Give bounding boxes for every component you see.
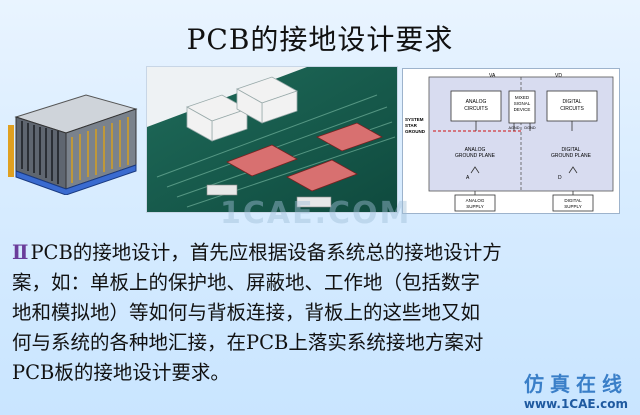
analog-circuits-label-2: CIRCUITS	[464, 106, 488, 112]
digital-plane-label-1: DIGITAL	[561, 147, 580, 153]
mixed-label-3: DEVICE	[514, 107, 531, 112]
a-label: A	[466, 175, 470, 181]
brand-logo: 仿真在线 www.1CAE.com	[524, 368, 628, 411]
watermark: 1CAE.COM	[220, 196, 412, 231]
body-line-2: 案，如：单板上的保护地、屏蔽地、工作地（包括数字	[12, 271, 481, 294]
analog-supply-label-1: ANALOG	[466, 198, 485, 203]
bullet-marker: Ⅱ	[12, 241, 29, 264]
digital-plane-label-2: GROUND PLANE	[551, 153, 592, 159]
mixed-label-1: MIXED	[515, 95, 530, 100]
star-ground-label-3: GROUND	[405, 129, 426, 134]
body-line-5: PCB板的接地设计要求。	[12, 361, 230, 384]
digital-circuits-label-2: CIRCUITS	[560, 106, 584, 112]
digital-supply-label-2: SUPPLY	[564, 204, 581, 209]
body-line-4: 何与系统的各种地汇接，在PCB上落实系统接地方案对	[12, 331, 484, 354]
brand-url: www.1CAE.com	[523, 397, 628, 411]
grounding-diagram: VA VD ANALOG CIRCUITS MIXED SIGNAL DEVIC…	[402, 68, 620, 214]
analog-plane-label-1: ANALOG	[465, 147, 486, 153]
star-ground-label-2: STAR	[405, 123, 418, 128]
body-line-3: 地和模拟地）等如何与背板连接，背板上的这些地又如	[12, 301, 481, 324]
digital-circuits-label-1: DIGITAL	[562, 99, 581, 105]
body-line-1-text: PCB的接地设计，首先应根据设备系统总的接地设计方	[30, 241, 502, 264]
analog-plane-label-2: GROUND PLANE	[455, 153, 496, 159]
digital-supply-label-1: DIGITAL	[564, 198, 582, 203]
star-ground-label-1: SYSTEM	[405, 117, 424, 122]
mixed-label-2: SIGNAL	[514, 101, 531, 106]
brand-name: 仿真在线	[524, 372, 628, 396]
vd-label: VD	[555, 73, 562, 79]
analog-supply-label-2: SUPPLY	[466, 204, 483, 209]
d-label: D	[558, 175, 562, 181]
slide-title: PCB的接地设计要求	[186, 23, 454, 56]
va-label: VA	[489, 73, 496, 79]
analog-circuits-label-1: ANALOG	[466, 99, 487, 105]
pcb-connector-photo	[146, 66, 398, 213]
rack-chassis-image	[8, 85, 140, 195]
